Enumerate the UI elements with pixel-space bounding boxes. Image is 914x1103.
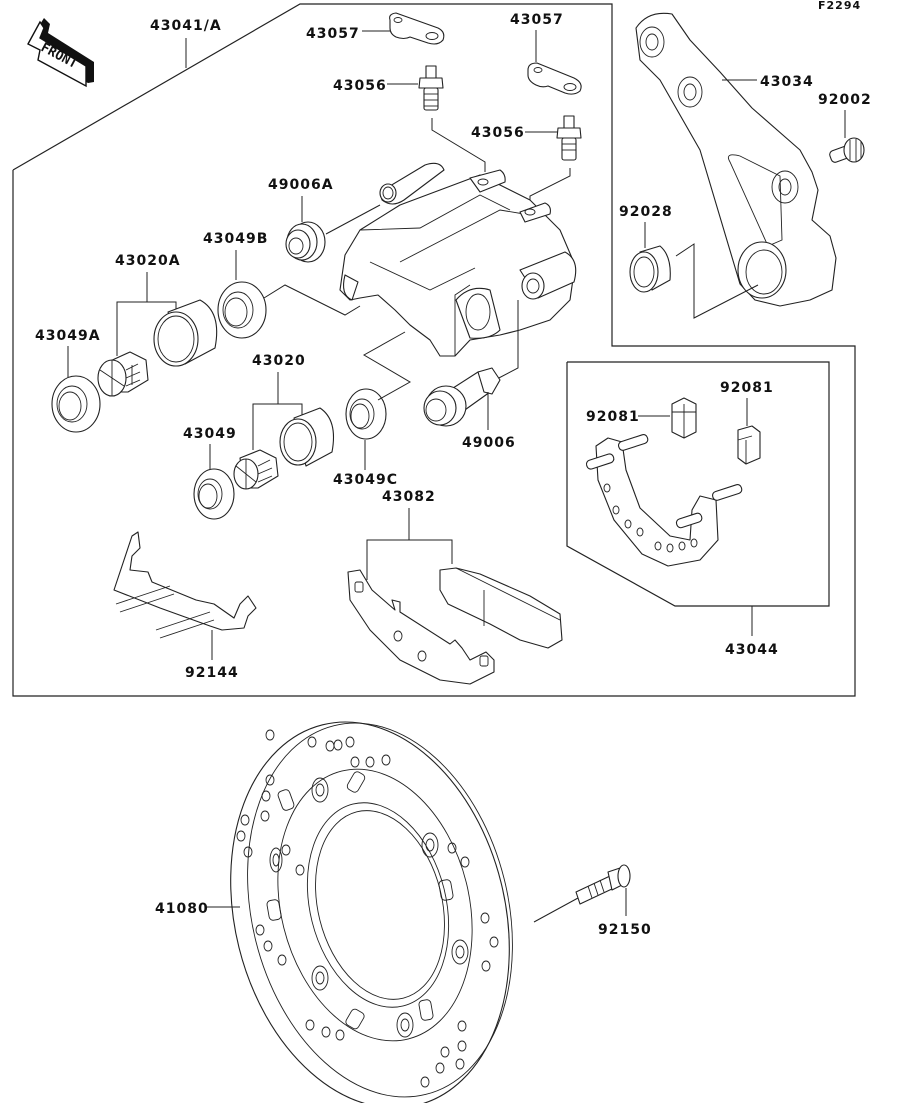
bushing-92028 [629,245,671,293]
label-43041A[interactable]: 43041/A [150,18,222,34]
piston-insulator-43020A [97,351,149,397]
seal-43049C [345,388,387,440]
label-43057-b[interactable]: 43057 [510,12,564,28]
figure-code: F2294 [818,0,861,12]
label-43056-a[interactable]: 43056 [333,78,387,94]
label-92144[interactable]: 92144 [185,665,239,681]
caliper-assembly-frame [12,3,856,697]
caliper-body [339,162,577,357]
label-43020[interactable]: 43020 [252,353,306,369]
seal-43049 [193,468,235,520]
boot-pin-49006 [423,367,501,427]
bleeder-cap-a [389,12,445,45]
label-43034[interactable]: 43034 [760,74,814,90]
label-92081-a[interactable]: 92081 [586,409,640,425]
label-43056-b[interactable]: 43056 [471,125,525,141]
brake-disc-41080 [230,721,513,1103]
pad-spring-92081-a [671,397,697,439]
front-arrow-icon: FRONT [27,18,94,88]
seal-43049B [217,281,267,339]
label-92002[interactable]: 92002 [818,92,872,108]
piston-43020 [279,407,335,467]
label-41080[interactable]: 41080 [155,901,209,917]
label-43049A[interactable]: 43049A [35,328,101,344]
disc-carrier-slots [266,771,469,1038]
pad-holder-43044 [585,434,743,567]
piston-43020A [153,299,218,367]
boot-49006A [285,221,326,263]
disc-bolt-92150 [575,864,631,905]
label-92081-b[interactable]: 92081 [720,380,774,396]
label-43020A[interactable]: 43020A [115,253,181,269]
piston-insulator-43020 [233,449,279,490]
label-43057-a[interactable]: 43057 [306,26,360,42]
disc-holes [236,729,499,1088]
label-92028[interactable]: 92028 [619,204,673,220]
label-43044[interactable]: 43044 [725,642,779,658]
brake-pad-lining [439,567,563,649]
pad-spring-92081-b [737,425,761,465]
bleeder-valve-b [556,115,582,161]
bleeder-cap-b [527,62,582,95]
label-43082[interactable]: 43082 [382,489,436,505]
label-49006A[interactable]: 49006A [268,177,334,193]
label-49006[interactable]: 49006 [462,435,516,451]
label-92150[interactable]: 92150 [598,922,652,938]
brake-pad-backing [347,569,495,685]
label-43049[interactable]: 43049 [183,426,237,442]
label-43049B[interactable]: 43049B [203,231,268,247]
bolt-92002 [829,137,865,163]
spring-92144 [113,531,257,639]
caliper-bracket-43034 [635,12,837,307]
bleeder-valve-a [418,65,444,111]
label-43049C[interactable]: 43049C [333,472,398,488]
seal-43049A [51,375,101,433]
